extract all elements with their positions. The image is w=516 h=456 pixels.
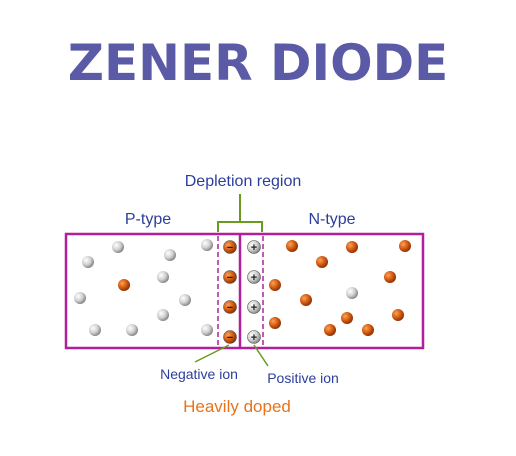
positive-ion-symbol: + bbox=[251, 332, 257, 344]
electron-particle bbox=[384, 271, 396, 283]
negative-ion-symbol: − bbox=[227, 242, 233, 254]
electron-particle bbox=[269, 317, 281, 329]
hole-particle bbox=[201, 239, 213, 251]
electron-particle bbox=[269, 279, 281, 291]
negative-ion: − bbox=[223, 300, 237, 314]
electron-particle bbox=[118, 279, 130, 291]
hole-particle bbox=[164, 249, 176, 261]
depletion-bracket bbox=[217, 221, 263, 232]
positive-ion-circle bbox=[247, 330, 261, 344]
positive-ion-circle bbox=[247, 270, 261, 284]
negative-ion-circle bbox=[223, 300, 237, 314]
positive-ion: + bbox=[247, 330, 261, 344]
p-region-particles bbox=[74, 239, 213, 336]
negative-ion-pointer bbox=[194, 344, 230, 363]
electron-particle bbox=[324, 324, 336, 336]
hole-particle bbox=[157, 309, 169, 321]
negative-ion-column: − − − − bbox=[223, 240, 237, 344]
positive-ion: + bbox=[247, 300, 261, 314]
positive-ion-symbol: + bbox=[251, 242, 257, 254]
hole-particle bbox=[89, 324, 101, 336]
electron-particle bbox=[346, 241, 358, 253]
electron-particle bbox=[399, 240, 411, 252]
negative-ion-symbol: − bbox=[227, 332, 233, 344]
positive-ion-label: Positive ion bbox=[267, 370, 339, 386]
electron-particle bbox=[341, 312, 353, 324]
n-type-label: N-type bbox=[308, 211, 355, 228]
positive-ion-column: + + + + bbox=[247, 240, 261, 344]
heavily-doped-label: Heavily doped bbox=[183, 397, 291, 416]
page-title: ZENER DIODE bbox=[68, 34, 449, 92]
electron-particle bbox=[286, 240, 298, 252]
hole-particle bbox=[201, 324, 213, 336]
hole-particle bbox=[179, 294, 191, 306]
negative-ion: − bbox=[223, 330, 237, 344]
hole-particle bbox=[82, 256, 94, 268]
negative-ion-circle bbox=[223, 330, 237, 344]
positive-ion-circle bbox=[247, 300, 261, 314]
negative-ion: − bbox=[223, 270, 237, 284]
hole-particle bbox=[126, 324, 138, 336]
positive-ion-symbol: + bbox=[251, 302, 257, 314]
depletion-region-label: Depletion region bbox=[185, 173, 302, 190]
positive-ion-symbol: + bbox=[251, 272, 257, 284]
negative-ion-symbol: − bbox=[227, 272, 233, 284]
electron-particle bbox=[316, 256, 328, 268]
negative-ion-label: Negative ion bbox=[160, 366, 238, 382]
electron-particle bbox=[392, 309, 404, 321]
electron-particle bbox=[300, 294, 312, 306]
hole-particle bbox=[346, 287, 358, 299]
hole-particle bbox=[112, 241, 124, 253]
p-type-label: P-type bbox=[125, 211, 171, 228]
n-region-particles bbox=[269, 240, 411, 336]
negative-ion-symbol: − bbox=[227, 302, 233, 314]
semiconductor-box bbox=[64, 232, 425, 350]
hole-particle bbox=[157, 271, 169, 283]
positive-ion: + bbox=[247, 270, 261, 284]
positive-ion-circle bbox=[247, 240, 261, 254]
positive-ion-pointer bbox=[253, 344, 269, 367]
negative-ion: − bbox=[223, 240, 237, 254]
hole-particle bbox=[74, 292, 86, 304]
negative-ion-circle bbox=[223, 240, 237, 254]
negative-ion-circle bbox=[223, 270, 237, 284]
positive-ion: + bbox=[247, 240, 261, 254]
electron-particle bbox=[362, 324, 374, 336]
